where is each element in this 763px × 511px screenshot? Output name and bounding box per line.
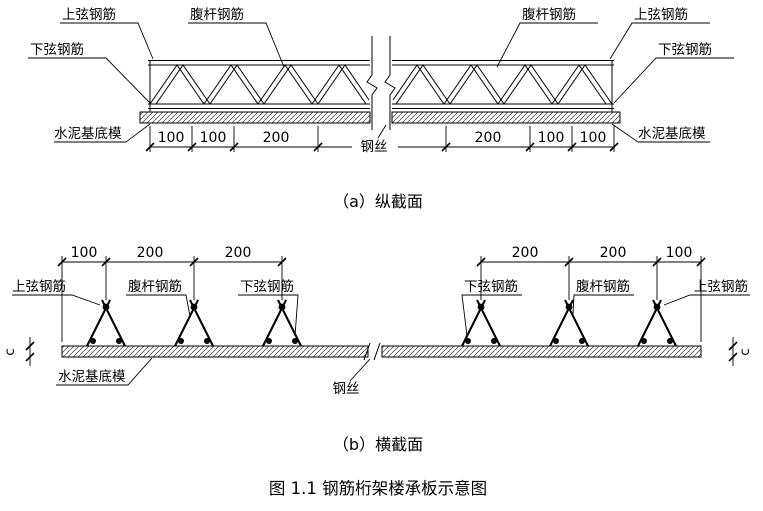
label-top-chord-left-b: 上弦钢筋 — [12, 278, 66, 295]
cross-section — [12, 256, 750, 386]
dim-b-left-2: 200 — [225, 245, 252, 261]
thickness-dim-left — [25, 337, 35, 366]
dim-b-right-2: 100 — [666, 245, 693, 261]
dim-a-right-0: 200 — [475, 130, 502, 146]
label-bottom-chord-left-b: 下弦钢筋 — [240, 278, 294, 295]
base-form-slab-b — [61, 342, 702, 361]
truss-section — [637, 299, 677, 347]
label-bottom-chord-right-b: 下弦钢筋 — [464, 278, 518, 295]
truss-section — [461, 299, 501, 347]
truss-sections-b — [86, 299, 677, 347]
leader-lines-a — [28, 22, 734, 143]
longitudinal-section — [28, 22, 734, 152]
label-web-right-a: 腹杆钢筋 — [522, 6, 576, 23]
label-web-left-b: 腹杆钢筋 — [128, 278, 182, 295]
figure-caption: 图 1.1 钢筋桁架楼承板示意图 — [269, 479, 487, 498]
label-base-form-right-a: 水泥基底模 — [638, 125, 706, 142]
cross-section-text: 100 200 200 200 200 100 上弦钢筋 腹杆钢筋 下弦钢筋 下… — [2, 245, 753, 454]
label-top-chord-left-a: 上弦钢筋 — [62, 6, 116, 23]
web-bars-a — [149, 64, 613, 105]
label-base-form-left-a: 水泥基底模 — [54, 125, 122, 142]
label-wire-b: 钢丝 — [333, 381, 360, 397]
extension-lines-b — [61, 256, 702, 342]
leader-lines-b — [12, 294, 750, 386]
label-bottom-chord-left-a: 下弦钢筋 — [30, 41, 84, 58]
top-chord-lines-a — [148, 60, 614, 66]
longitudinal-section-text: 上弦钢筋 腹杆钢筋 腹杆钢筋 上弦钢筋 下弦钢筋 下弦钢筋 水泥基底模 水泥基底… — [30, 6, 712, 211]
label-bottom-chord-right-a: 下弦钢筋 — [658, 41, 712, 58]
dim-a-right-1: 100 — [538, 130, 565, 146]
truss-section — [549, 299, 589, 347]
dimension-ticks-a — [145, 142, 619, 152]
dim-b-right-0: 200 — [512, 245, 539, 261]
dim-b-left-1: 200 — [137, 245, 164, 261]
label-top-chord-right-b: 上弦钢筋 — [694, 278, 748, 295]
label-thickness-right: c — [737, 348, 753, 355]
caption-section-a: （a）纵截面 — [333, 192, 423, 211]
dim-b-right-1: 200 — [600, 245, 627, 261]
bottom-chord-lines-a — [148, 103, 614, 109]
dim-b-left-0: 100 — [71, 245, 98, 261]
thickness-dim-right — [728, 337, 738, 366]
label-top-chord-right-a: 上弦钢筋 — [634, 6, 688, 23]
label-web-left-a: 腹杆钢筋 — [190, 6, 244, 23]
label-thickness-left: c — [2, 348, 18, 355]
dim-a-left-1: 100 — [200, 130, 227, 146]
dim-a-left-2: 200 — [263, 130, 290, 146]
label-base-form-b: 水泥基底模 — [58, 368, 126, 385]
truss-section — [86, 299, 126, 347]
base-form-slab-a — [139, 111, 621, 124]
break-symbol-a — [366, 36, 396, 130]
dim-a-right-2: 100 — [580, 130, 607, 146]
dim-a-left-0: 100 — [158, 130, 185, 146]
label-web-right-b: 腹杆钢筋 — [576, 278, 630, 295]
caption-section-b: （b）横截面 — [333, 435, 423, 454]
truss-section — [262, 299, 302, 347]
label-wire-a: 钢丝 — [361, 139, 388, 155]
truss-section — [174, 299, 214, 347]
